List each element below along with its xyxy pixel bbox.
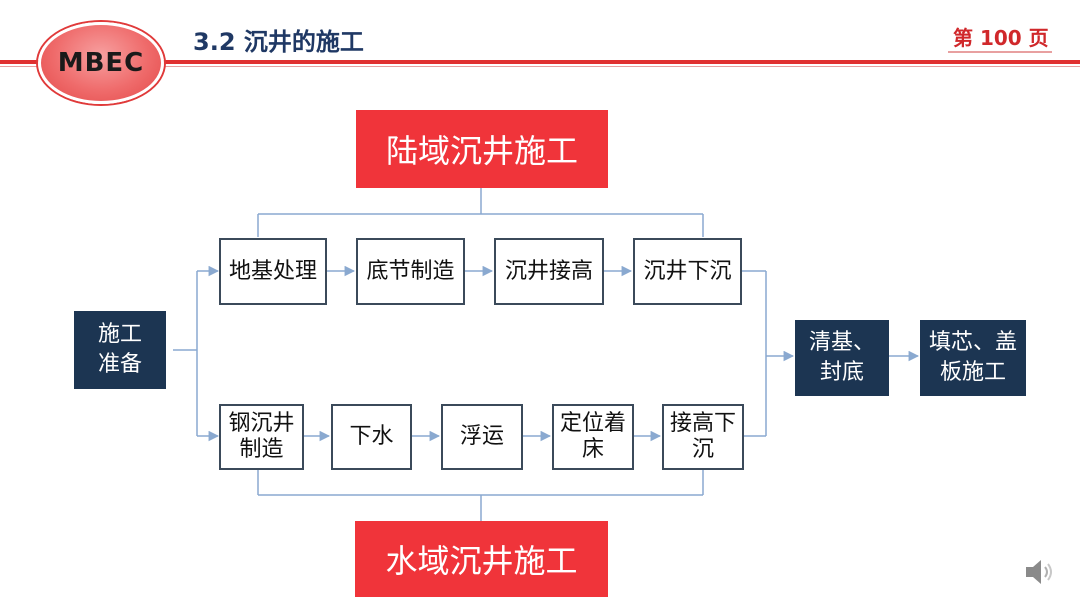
water-step: 钢沉井 制造 xyxy=(219,404,304,470)
water-step: 定位着 床 xyxy=(552,404,634,470)
land-step: 地基处理 xyxy=(219,238,327,305)
land-sinking-banner: 陆域沉井施工 xyxy=(356,110,608,188)
slide-title: 3.2 沉井的施工 xyxy=(193,28,364,56)
logo-text: MBEC xyxy=(57,48,145,78)
water-step: 接高下 沉 xyxy=(662,404,744,470)
start-node: 施工 准备 xyxy=(74,311,166,389)
land-step: 底节制造 xyxy=(356,238,465,305)
water-sinking-banner: 水域沉井施工 xyxy=(355,521,608,597)
mbec-logo: MBEC xyxy=(38,22,164,104)
end-step: 清基、 封底 xyxy=(795,320,889,396)
header-rule xyxy=(0,60,1080,64)
land-step: 沉井下沉 xyxy=(633,238,742,305)
water-step: 下水 xyxy=(331,404,412,470)
land-step: 沉井接高 xyxy=(494,238,604,305)
end-step: 填芯、盖 板施工 xyxy=(920,320,1026,396)
water-step: 浮运 xyxy=(441,404,523,470)
header-rule-thin xyxy=(0,66,1080,67)
page-number-underline xyxy=(948,51,1052,53)
speaker-icon[interactable] xyxy=(1024,556,1058,592)
page-number: 第 100 页 xyxy=(953,26,1049,50)
